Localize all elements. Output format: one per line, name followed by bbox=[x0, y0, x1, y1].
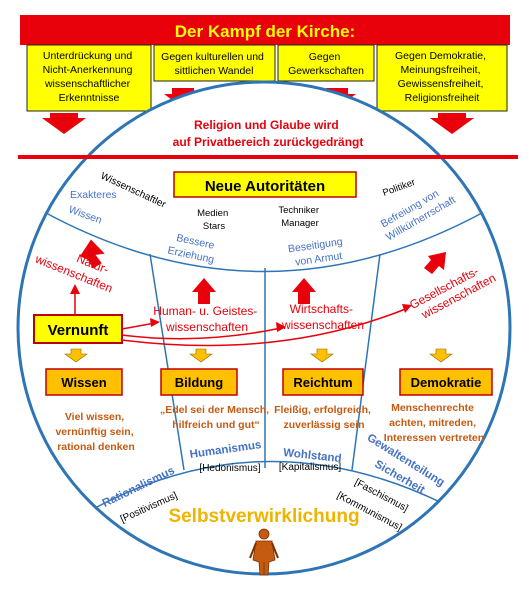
reichtum-line2: zuverlässig sein bbox=[283, 419, 364, 431]
divider-left bbox=[149, 253, 185, 471]
exakt-line1: Exakteres bbox=[70, 189, 117, 201]
box1-line3: wissenschaftlicher bbox=[44, 78, 131, 90]
vernunft-connectors bbox=[74, 290, 409, 347]
person-icon bbox=[249, 528, 279, 576]
reichtum-text: Fleißig, erfolgreich, zuverlässig sein bbox=[274, 404, 374, 431]
connector-arrowheads bbox=[70, 284, 412, 332]
techniker-line2: Manager bbox=[281, 218, 319, 229]
fight-box-4: Gegen Demokratie, Meinungsfreiheit, Gewi… bbox=[376, 44, 508, 112]
bildung-line1: „Edel sei der Mensch, bbox=[160, 404, 269, 416]
down-arrow-1 bbox=[42, 113, 86, 134]
box1-line2: Nicht-Anerkennung bbox=[43, 64, 133, 76]
header-bar bbox=[20, 15, 510, 45]
religion-line2: auf Privatbereich zurückgedrängt bbox=[173, 135, 364, 149]
medien-line1: Medien bbox=[197, 208, 228, 219]
exakteres-wissen: Exakteres bbox=[70, 189, 117, 201]
authorities-title: Neue Autoritäten bbox=[205, 178, 325, 195]
up-arrow-1 bbox=[80, 239, 105, 269]
religion-text: Religion und Glaube wird auf Privatberei… bbox=[173, 118, 364, 149]
column-wissen: Wissen bbox=[45, 368, 123, 396]
humanwissenschaften: Human- u. Geistes- wissenschaften bbox=[153, 304, 260, 334]
box1-line4: Erkenntnisse bbox=[59, 92, 120, 104]
svg-text:Gegen kulturellen und si: Gegen kulturellen und sittlichen Wandel bbox=[161, 51, 267, 77]
wissen-title: Wissen bbox=[61, 375, 106, 390]
techniker-line1: Techniker bbox=[278, 205, 319, 216]
vernunft-box bbox=[33, 314, 123, 344]
demokratie-text: Menschenrechte achten, mitreden, Interes… bbox=[384, 402, 484, 444]
fight-box-3: Gegen Gewerkschaften bbox=[277, 44, 375, 82]
demokratie-line2: achten, mitreden, bbox=[389, 417, 476, 429]
bottom-arc bbox=[94, 460, 441, 509]
reichtum-line1: Fleißig, erfolgreich, bbox=[274, 404, 371, 416]
column-reichtum: Reichtum bbox=[282, 368, 364, 396]
bildung-line2: hilfreich und gut“ bbox=[172, 419, 260, 431]
kapitalismus: [Kapitalismus] bbox=[279, 462, 341, 473]
label-medien: Medien Stars bbox=[197, 208, 231, 232]
box3-line2: Gewerkschaften bbox=[288, 65, 364, 77]
down-arrow-4 bbox=[430, 113, 474, 134]
box3-line1: Gegen bbox=[309, 51, 341, 63]
medien-line2: Stars bbox=[203, 221, 225, 232]
box2-line1: Gegen kulturellen und bbox=[161, 51, 264, 63]
column-bildung: Bildung bbox=[160, 368, 238, 396]
human-line2: wissenschaften bbox=[165, 320, 248, 334]
wissen-line3: rational denken bbox=[57, 441, 135, 453]
human-line1: Human- u. Geistes- bbox=[153, 304, 257, 318]
up-arrow-3 bbox=[292, 278, 316, 304]
box2-line2: sittlichen Wandel bbox=[175, 65, 254, 77]
svg-text:Gegen Gewerkschaften: Gegen Gewerkschaften bbox=[288, 51, 364, 77]
inner-arc bbox=[45, 212, 483, 273]
hedonismus: [Hedonismus] bbox=[199, 463, 260, 474]
bildung-text: „Edel sei der Mensch, hilfreich und gut“ bbox=[160, 404, 272, 431]
reichtum-title: Reichtum bbox=[293, 375, 352, 390]
header-title: Der Kampf der Kirche: bbox=[175, 22, 355, 41]
authorities-box bbox=[173, 171, 357, 198]
fight-box-2: Gegen kulturellen und sittlichen Wandel bbox=[153, 44, 276, 82]
column-demokratie: Demokratie bbox=[399, 368, 493, 396]
wirtschaft-line1: Wirtschafts- bbox=[290, 302, 353, 316]
orange-arrows bbox=[64, 348, 453, 363]
up-arrow-4 bbox=[424, 252, 446, 274]
wirtschaft-line2: wissenschaften bbox=[281, 318, 364, 332]
religion-line1: Religion und Glaube wird bbox=[194, 118, 339, 132]
demokratie-line1: Menschenrechte bbox=[391, 402, 474, 414]
box4-line4: Religionsfreiheit bbox=[405, 92, 480, 104]
wissen-line2: vernünftig sein, bbox=[55, 426, 133, 438]
box4-line2: Meinungsfreiheit, bbox=[401, 64, 481, 76]
wissen-text: Viel wissen, vernünftig sein, rational d… bbox=[55, 411, 136, 453]
divider-right bbox=[351, 253, 381, 471]
demokratie-title: Demokratie bbox=[411, 375, 482, 390]
label-techniker: Techniker Manager bbox=[278, 205, 321, 229]
svg-text:Gegen Demokratie, Meinun: Gegen Demokratie, Meinungsfreiheit, Gewi… bbox=[395, 50, 489, 104]
box4-line3: Gewissensfreiheit, bbox=[398, 78, 484, 90]
wissen-line1: Viel wissen, bbox=[65, 411, 124, 423]
fight-box-1: Unterdrückung und Nicht-Anerkennung wiss… bbox=[26, 44, 152, 112]
box1-line1: Unterdrückung und bbox=[43, 50, 132, 62]
selbstverwirklichung: Selbstverwirklichung bbox=[168, 506, 359, 527]
up-arrow-2 bbox=[192, 278, 216, 304]
svg-text:Unterdrückung und Nicht-: Unterdrückung und Nicht-Anerkennung wiss… bbox=[43, 50, 136, 104]
demokratie-line3: Interessen vertreten bbox=[384, 432, 484, 444]
box4-line1: Gegen Demokratie, bbox=[395, 50, 486, 62]
vernunft-label: Vernunft bbox=[48, 322, 109, 339]
bildung-title: Bildung bbox=[175, 375, 223, 390]
